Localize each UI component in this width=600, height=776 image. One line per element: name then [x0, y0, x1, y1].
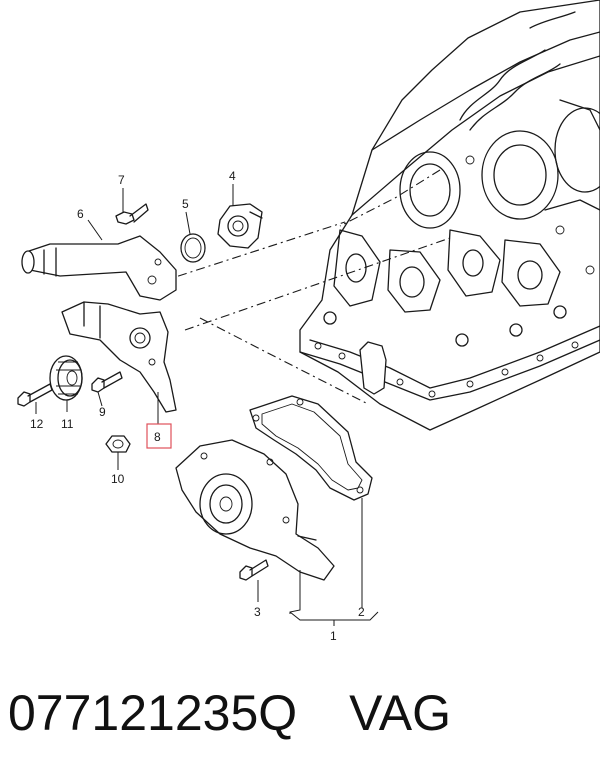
part-10-plug: [105, 435, 131, 453]
part-3-bolt: [239, 559, 269, 581]
part-11-tensioner-pulley: [49, 355, 83, 401]
callout-10: 10: [111, 472, 125, 486]
callout-labels: 7 6 4 5 12 11 9 10 3 2 1: [30, 169, 365, 643]
part-4-thermostat: [217, 203, 263, 249]
part-5-o-ring: [180, 233, 206, 263]
highlighted-callout-8: 8: [146, 423, 172, 449]
alignment-lines: [159, 169, 451, 405]
part-12-bolt: [17, 383, 53, 407]
callout-12: 12: [30, 417, 44, 431]
callout-1: 1: [330, 629, 337, 643]
callout-3: 3: [254, 605, 261, 619]
callout-11: 11: [61, 417, 74, 431]
part-8-tensioner-bracket: [61, 301, 177, 413]
callout-7: 7: [118, 173, 125, 187]
part-9-bolt: [91, 371, 123, 393]
engine-block: [299, 0, 600, 431]
exploded-parts-diagram: 7 6 4 5 12 11 9 10 3 2 1 8: [17, 0, 600, 643]
part-2-gasket: [249, 395, 373, 501]
callout-5: 5: [182, 197, 189, 211]
callout-6: 6: [77, 207, 84, 221]
part-1-water-pump: [175, 439, 335, 581]
part-6-coolant-pipe: [21, 235, 177, 301]
caption: 077121235Q VAG: [8, 678, 592, 748]
leader-lines: [35, 184, 379, 626]
callout-4: 4: [229, 169, 236, 183]
callout-9: 9: [99, 405, 106, 419]
callout-2: 2: [358, 605, 365, 619]
brand-name: VAG: [349, 685, 452, 741]
part-number: 077121235Q: [8, 685, 298, 741]
callout-8: 8: [154, 430, 161, 444]
part-7-bolt: [115, 203, 149, 225]
